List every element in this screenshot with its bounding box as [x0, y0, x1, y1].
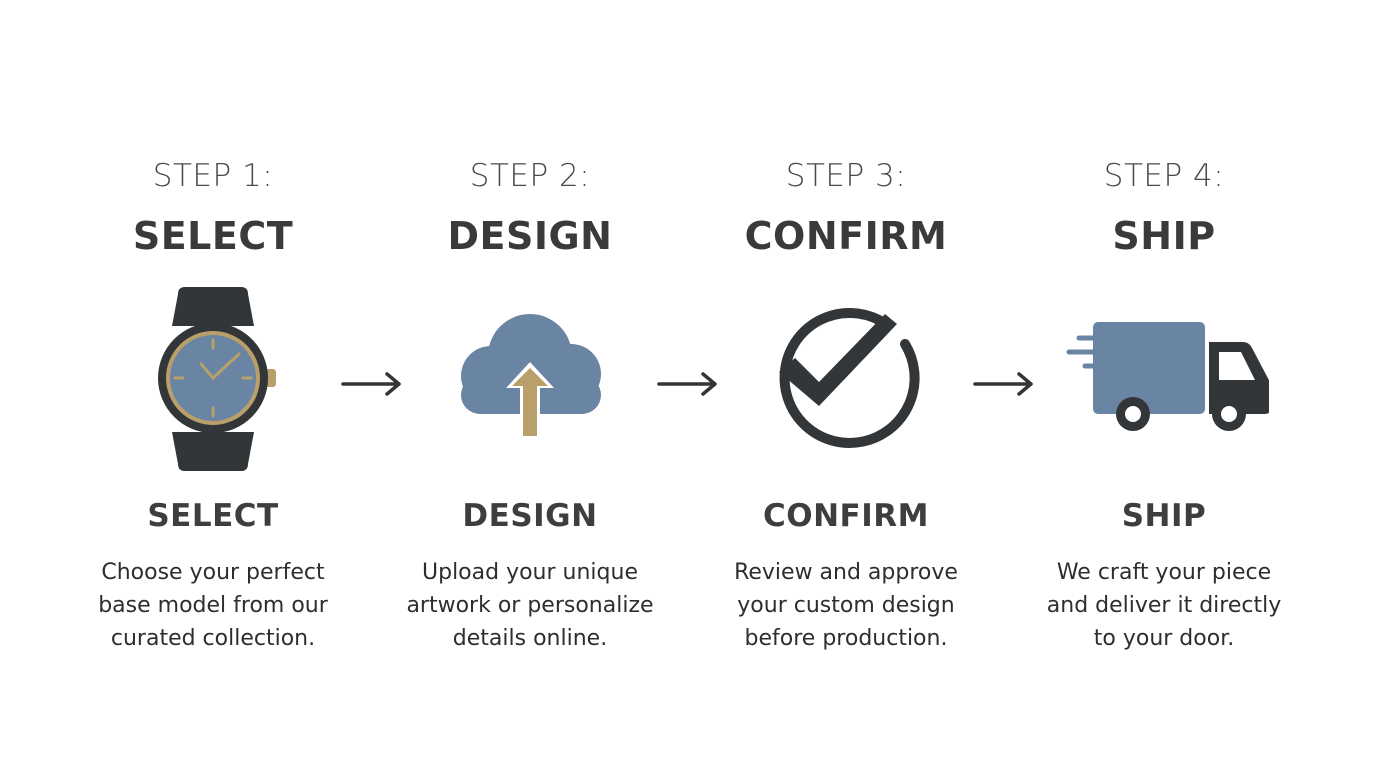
step-heading: SHIP [1112, 214, 1216, 258]
description-line: artwork or personalize [406, 593, 654, 618]
step-description: Upload your unique artwork or personaliz… [365, 556, 695, 655]
step-number: STEP 4: [1103, 158, 1225, 194]
arrow-right-icon [341, 370, 403, 398]
description-line: your custom design [737, 593, 955, 618]
step-label: SHIP [1121, 498, 1207, 534]
watch-icon [118, 284, 308, 474]
check-circle-icon [751, 284, 941, 474]
step-label: DESIGN [462, 498, 598, 534]
step-heading: CONFIRM [744, 214, 948, 258]
description-line: to your door. [1093, 626, 1235, 651]
delivery-truck-icon [1059, 284, 1269, 474]
step-heading: DESIGN [447, 214, 613, 258]
step-number: STEP 3: [785, 158, 907, 194]
description-line: details online. [452, 626, 608, 651]
step-design: STEP 2: DESIGN DESIGN Upload your unique… [365, 0, 695, 768]
step-number: STEP 1: [152, 158, 274, 194]
description-line: Choose your perfect [101, 560, 325, 585]
step-description: Choose your perfect base model from our … [48, 556, 378, 655]
step-label: SELECT [147, 498, 279, 534]
description-line: curated collection. [110, 626, 316, 651]
description-line: Review and approve [734, 560, 958, 585]
step-label: CONFIRM [763, 498, 929, 534]
description-line: Upload your unique [422, 560, 638, 585]
description-line: We craft your piece [1056, 560, 1272, 585]
description-line: before production. [744, 626, 948, 651]
step-description: Review and approve your custom design be… [681, 556, 1011, 655]
arrow-right-icon [657, 370, 719, 398]
step-heading: SELECT [132, 214, 294, 258]
arrow-right-icon [973, 370, 1035, 398]
step-select: STEP 1: SELECT [48, 0, 378, 768]
step-ship: STEP 4: SHIP SHIP We craft your [999, 0, 1329, 768]
description-line: base model from our [98, 593, 328, 618]
step-number: STEP 2: [469, 158, 591, 194]
step-confirm: STEP 3: CONFIRM CONFIRM Review and appro… [681, 0, 1011, 768]
cloud-upload-icon [435, 284, 625, 474]
description-line: and deliver it directly [1046, 593, 1282, 618]
step-description: We craft your piece and deliver it direc… [999, 556, 1329, 655]
